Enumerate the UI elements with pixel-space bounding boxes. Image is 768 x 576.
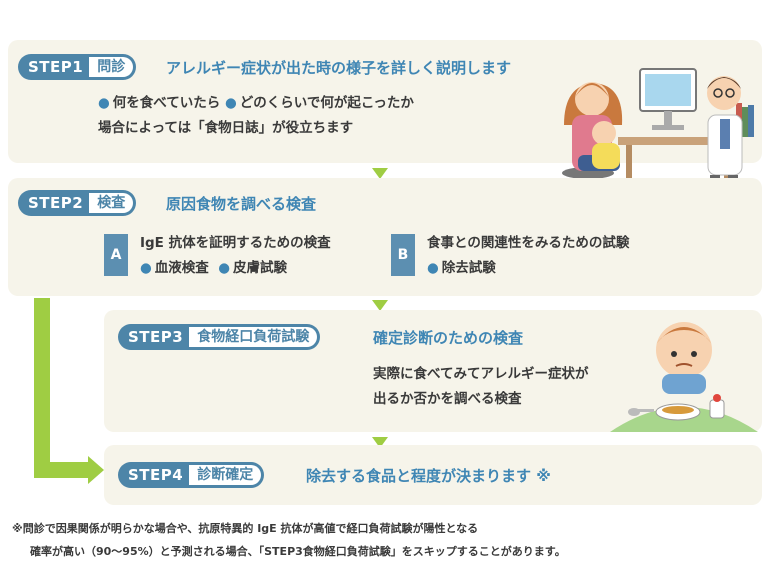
baby-eating-illustration xyxy=(610,322,758,432)
step4-pill: STEP4 診断確定 xyxy=(118,462,265,488)
step1-headline: アレルギー症状が出た時の様子を詳しく説明します xyxy=(166,59,512,77)
step2-a-title: IgE 抗体を証明するための検査 xyxy=(140,235,331,251)
step2-a-item-2: 皮膚試験 xyxy=(232,260,287,276)
step3-name: 食物経口負荷試験 xyxy=(189,327,318,347)
step1-name: 問診 xyxy=(89,57,134,77)
step2-name: 検査 xyxy=(89,193,134,213)
arrow-down-icon xyxy=(372,300,388,311)
step2-a-text: IgE 抗体を証明するための検査 ●血液検査 ●皮膚試験 xyxy=(140,231,331,281)
step2-b-text: 食事との関連性をみるための試験 ●除去試験 xyxy=(427,231,629,281)
bullet-icon: ● xyxy=(140,260,152,276)
step3-headline: 確定診断のための検査 xyxy=(373,329,524,347)
arrow-down-icon xyxy=(372,437,388,448)
step2-a-item-1: 血液検査 xyxy=(154,260,209,276)
step2-badge-b: B xyxy=(391,234,415,276)
step1-body: ●何を食べていたら ●どのくらいで何が起こったか 場合によっては「食物日誌」が役… xyxy=(98,91,414,141)
arrow-down-icon xyxy=(372,168,388,179)
bullet-icon: ● xyxy=(98,95,110,111)
footnote-line-1: ※問診で因果関係が明らかな場合や、抗原特異的 IgE 抗体が高値で経口負荷試験が… xyxy=(12,522,479,535)
step4-name: 診断確定 xyxy=(189,465,262,485)
step2-badge-a: A xyxy=(104,234,128,276)
step4-headline: 除去する食品と程度が決まります ※ xyxy=(306,467,551,485)
step3-line2: 出るか否かを調べる検査 xyxy=(373,391,522,407)
step1-bullet-1: 何を食べていたら xyxy=(112,95,221,111)
step2-pill: STEP2 検査 xyxy=(18,190,137,216)
step3-body: 実際に食べてみてアレルギー症状が 出るか否かを調べる検査 xyxy=(373,362,588,412)
cup-icon xyxy=(709,399,725,419)
step1-line2: 場合によっては「食物日誌」が役立ちます xyxy=(98,120,354,136)
bypass-arrow-horizontal xyxy=(34,462,90,478)
step1-bullet-2: どのくらいで何が起こったか xyxy=(239,95,414,111)
step1-label: STEP1 xyxy=(28,58,84,76)
bullet-icon: ● xyxy=(427,260,439,276)
step2-b-item-1: 除去試験 xyxy=(441,260,496,276)
step3-line1: 実際に食べてみてアレルギー症状が xyxy=(373,366,589,382)
baby-face-icon xyxy=(656,322,712,394)
bullet-icon: ● xyxy=(218,260,230,276)
bypass-arrow-head-icon xyxy=(88,456,104,484)
step2-headline: 原因食物を調べる検査 xyxy=(166,195,317,213)
footnote-line-2: 確率が高い（90～95%）と予測される場合、「STEP3食物経口負荷試験」をスキ… xyxy=(30,545,566,558)
step3-label: STEP3 xyxy=(128,328,184,346)
step1-pill: STEP1 問診 xyxy=(18,54,137,80)
desk xyxy=(618,137,738,145)
step2-label: STEP2 xyxy=(28,194,84,212)
step2-b-title: 食事との関連性をみるための試験 xyxy=(427,235,630,251)
bullet-icon: ● xyxy=(224,95,237,111)
spoon-icon xyxy=(628,408,640,416)
step3-pill: STEP3 食物経口負荷試験 xyxy=(118,324,321,350)
step4-label: STEP4 xyxy=(128,466,184,484)
baby-icon xyxy=(592,121,620,169)
bypass-arrow-vertical xyxy=(34,298,50,470)
